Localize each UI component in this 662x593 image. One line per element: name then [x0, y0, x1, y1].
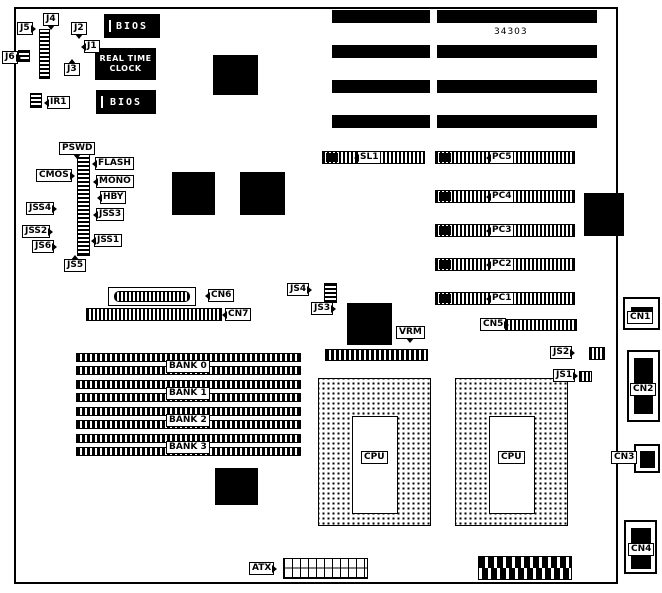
callout-j5: J5 — [17, 22, 36, 35]
chip-bottom-left — [215, 468, 258, 505]
cpu-socket-2-center — [489, 416, 535, 514]
callout-vrm: VRM — [396, 326, 425, 343]
callout-bank3: BANK 3 — [166, 441, 210, 454]
js1-jumper — [579, 371, 592, 382]
slot-key — [439, 294, 451, 303]
callout-cn3: CN3 — [611, 451, 638, 464]
callout-cn4: CN4 — [628, 543, 655, 556]
isa-slot-2 — [332, 45, 597, 58]
callout-pc4: PC4 — [485, 190, 515, 203]
chip-center — [347, 303, 392, 345]
bios-chip-top: BIOS — [104, 14, 160, 38]
power-connector-2 — [478, 556, 572, 580]
isa-slot-gap — [430, 45, 437, 58]
atx-power-connector — [283, 558, 368, 579]
cn6-connector-pins — [114, 291, 190, 302]
callout-jss2: JSS2 — [22, 225, 54, 238]
callout-js6: JS6 — [32, 240, 58, 253]
callout-atx: ATX — [249, 562, 278, 575]
callout-cn6: CN6 — [204, 289, 235, 302]
callout-pc2: PC2 — [485, 258, 515, 271]
callout-j1: J1 — [81, 40, 100, 53]
callout-flash: FLASH — [92, 157, 134, 170]
vrm-socket — [325, 349, 428, 361]
isa-slot-3 — [332, 80, 597, 93]
callout-js2: JS2 — [550, 346, 576, 359]
isa-slot-1 — [332, 10, 597, 23]
js2-jumper — [589, 347, 605, 360]
callout-pc3: PC3 — [485, 224, 515, 237]
callout-js3: JS3 — [311, 302, 337, 315]
callout-sl1: SL1 — [353, 151, 382, 164]
cn3-port — [634, 444, 660, 473]
callout-j2: J2 — [71, 22, 87, 39]
slot-key — [439, 226, 451, 235]
callout-ir1: IR1 — [44, 96, 70, 109]
callout-cn2: CN2 — [630, 383, 657, 396]
callout-cn7: CN7 — [221, 308, 252, 321]
callout-pswd: PSWD — [59, 142, 96, 159]
callout-jss4: JSS4 — [26, 202, 58, 215]
bios-chip-bottom: BIOS — [96, 90, 156, 114]
port-inset — [631, 552, 651, 569]
port-inset — [640, 451, 655, 468]
callout-j6: J6 — [2, 51, 21, 64]
callout-cn5: CN5 — [480, 318, 510, 331]
board-part-number: 34303 — [494, 27, 528, 37]
slot-key — [439, 260, 451, 269]
callout-jss1: JSS1 — [90, 234, 123, 247]
isa-slot-gap — [430, 80, 437, 93]
chip-right — [584, 193, 624, 236]
cn7-connector — [86, 308, 222, 321]
board-outline — [14, 7, 618, 584]
callout-hby: HBY — [96, 191, 127, 204]
bios-chip-label: BIOS — [109, 96, 143, 108]
cpu-socket-2 — [455, 378, 568, 526]
rtc-label-line1: REAL TIME — [99, 54, 152, 63]
callout-js4: JS4 — [287, 283, 313, 296]
callout-pc1: PC1 — [485, 292, 515, 305]
chip-mid-left — [172, 172, 215, 215]
callout-bank1: BANK 1 — [166, 387, 210, 400]
chip-mid-right — [240, 172, 285, 215]
js4-js3-jumper — [324, 283, 337, 303]
callout-js1: JS1 — [553, 369, 579, 382]
port-inset — [631, 528, 651, 546]
power-connector-2-row-top — [479, 557, 571, 568]
power-connector-2-row-bottom — [479, 568, 571, 579]
callout-js5: JS5 — [64, 255, 87, 272]
callout-j4: J4 — [43, 13, 59, 30]
port-inset — [634, 358, 653, 384]
slot-key — [326, 153, 338, 162]
cn5-connector — [505, 319, 577, 331]
callout-cmos: CMOS — [36, 169, 75, 182]
slot-key — [439, 192, 451, 201]
rtc-chip: REAL TIME CLOCK — [95, 48, 156, 80]
rtc-label-line2: CLOCK — [109, 64, 142, 73]
callout-mono: MONO — [93, 175, 134, 188]
ir1-component — [30, 93, 42, 108]
callout-jss3: JSS3 — [92, 208, 125, 221]
callout-j3: J3 — [64, 59, 80, 76]
callout-cpu1: CPU — [361, 451, 388, 464]
bios-chip-label: BIOS — [115, 20, 149, 32]
callout-bank2: BANK 2 — [166, 414, 210, 427]
cn6-connector — [108, 287, 196, 306]
callout-cn1: CN1 — [627, 311, 654, 324]
isa-slot-gap — [430, 115, 437, 128]
callout-cpu2: CPU — [498, 451, 525, 464]
slot-key — [439, 153, 451, 162]
chip-top-middle — [213, 55, 258, 95]
callout-pc5: PC5 — [485, 151, 515, 164]
jumper-header-topleft — [39, 29, 50, 79]
port-inset — [634, 392, 653, 414]
callout-bank0: BANK 0 — [166, 360, 210, 373]
cpu-socket-1-center — [352, 416, 398, 514]
isa-slot-gap — [430, 10, 437, 23]
isa-slot-4 — [332, 115, 597, 128]
